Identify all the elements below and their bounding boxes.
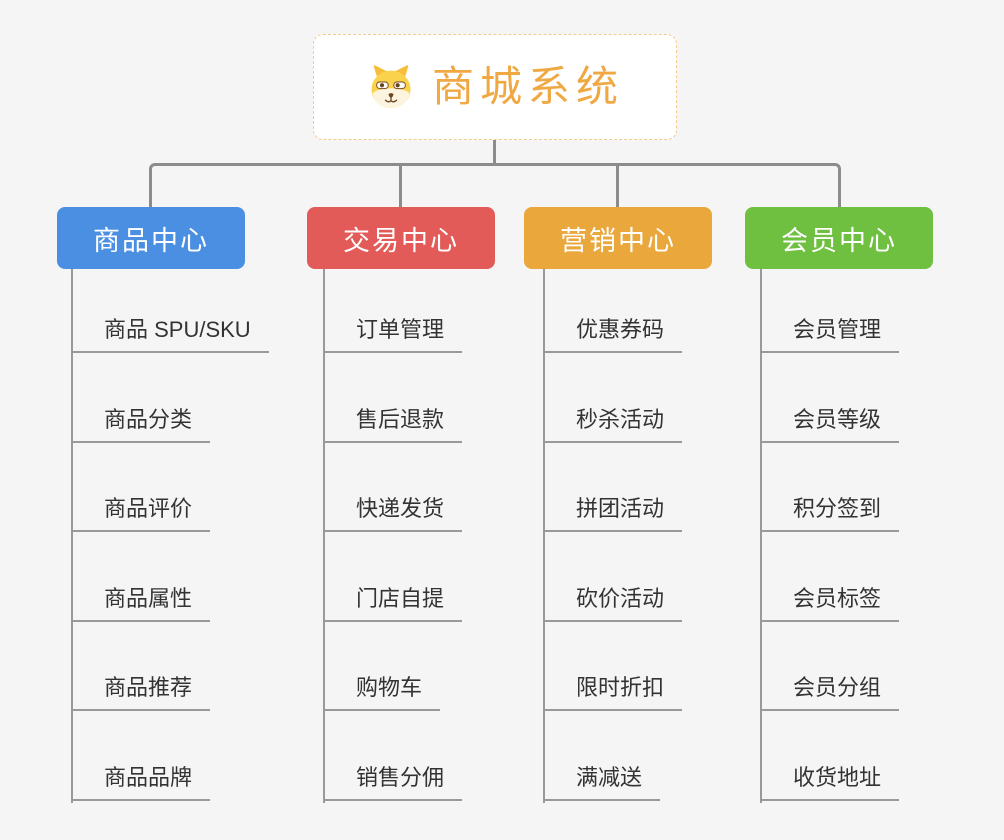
leaf-node[interactable]: 商品分类 [71,397,211,443]
branch-children-trade-center: 订单管理 售后退款 快递发货 门店自提 购物车 销售分佣 [323,269,573,803]
leaf-node[interactable]: 会员等级 [760,397,900,443]
leaf-node[interactable]: 优惠券码 [543,307,683,353]
connector-drop-marketing [616,165,619,208]
leaf-node[interactable]: 满减送 [543,755,661,801]
branch-children-product-center: 商品 SPU/SKU 商品分类 商品评价 商品属性 商品推荐 商品品牌 [71,269,321,803]
root-title: 商城系统 [431,63,624,110]
leaf-node[interactable]: 销售分佣 [323,755,463,801]
leaf-node[interactable]: 限时折扣 [543,665,683,711]
leaf-node[interactable]: 砍价活动 [543,576,683,622]
branch-label: 商品中心 [93,225,209,256]
branch-label: 营销中心 [560,225,676,256]
leaf-node[interactable]: 商品评价 [71,486,211,532]
branch-children-marketing-center: 优惠券码 秒杀活动 拼团活动 砍价活动 限时折扣 满减送 [543,269,793,803]
leaf-node[interactable]: 收货地址 [760,755,900,801]
branch-node-trade-center[interactable]: 交易中心 [307,207,495,269]
leaf-node[interactable]: 订单管理 [323,307,463,353]
root-node[interactable]: 商城系统 [313,34,677,140]
branch-label: 会员中心 [781,225,897,256]
leaf-node[interactable]: 快递发货 [323,486,463,532]
leaf-node[interactable]: 会员标签 [760,576,900,622]
branch-label: 交易中心 [343,225,459,256]
leaf-node[interactable]: 积分签到 [760,486,900,532]
leaf-node[interactable]: 会员管理 [760,307,900,353]
leaf-node[interactable]: 会员分组 [760,665,900,711]
leaf-node[interactable]: 拼团活动 [543,486,683,532]
branch-node-member-center[interactable]: 会员中心 [745,207,933,269]
leaf-node[interactable]: 商品 SPU/SKU [71,307,269,353]
connector-bus [149,163,841,208]
leaf-node[interactable]: 秒杀活动 [543,397,683,443]
leaf-node[interactable]: 购物车 [323,665,441,711]
branch-node-marketing-center[interactable]: 营销中心 [524,207,712,269]
shiba-dog-icon [371,65,411,109]
branch-node-product-center[interactable]: 商品中心 [57,207,245,269]
connector-drop-trade [399,165,402,208]
leaf-node[interactable]: 售后退款 [323,397,463,443]
branch-children-member-center: 会员管理 会员等级 积分签到 会员标签 会员分组 收货地址 [760,269,1004,803]
leaf-node[interactable]: 门店自提 [323,576,463,622]
connector-root-stub [493,139,496,164]
leaf-node[interactable]: 商品品牌 [71,755,211,801]
leaf-node[interactable]: 商品推荐 [71,665,211,711]
leaf-node[interactable]: 商品属性 [71,576,211,622]
